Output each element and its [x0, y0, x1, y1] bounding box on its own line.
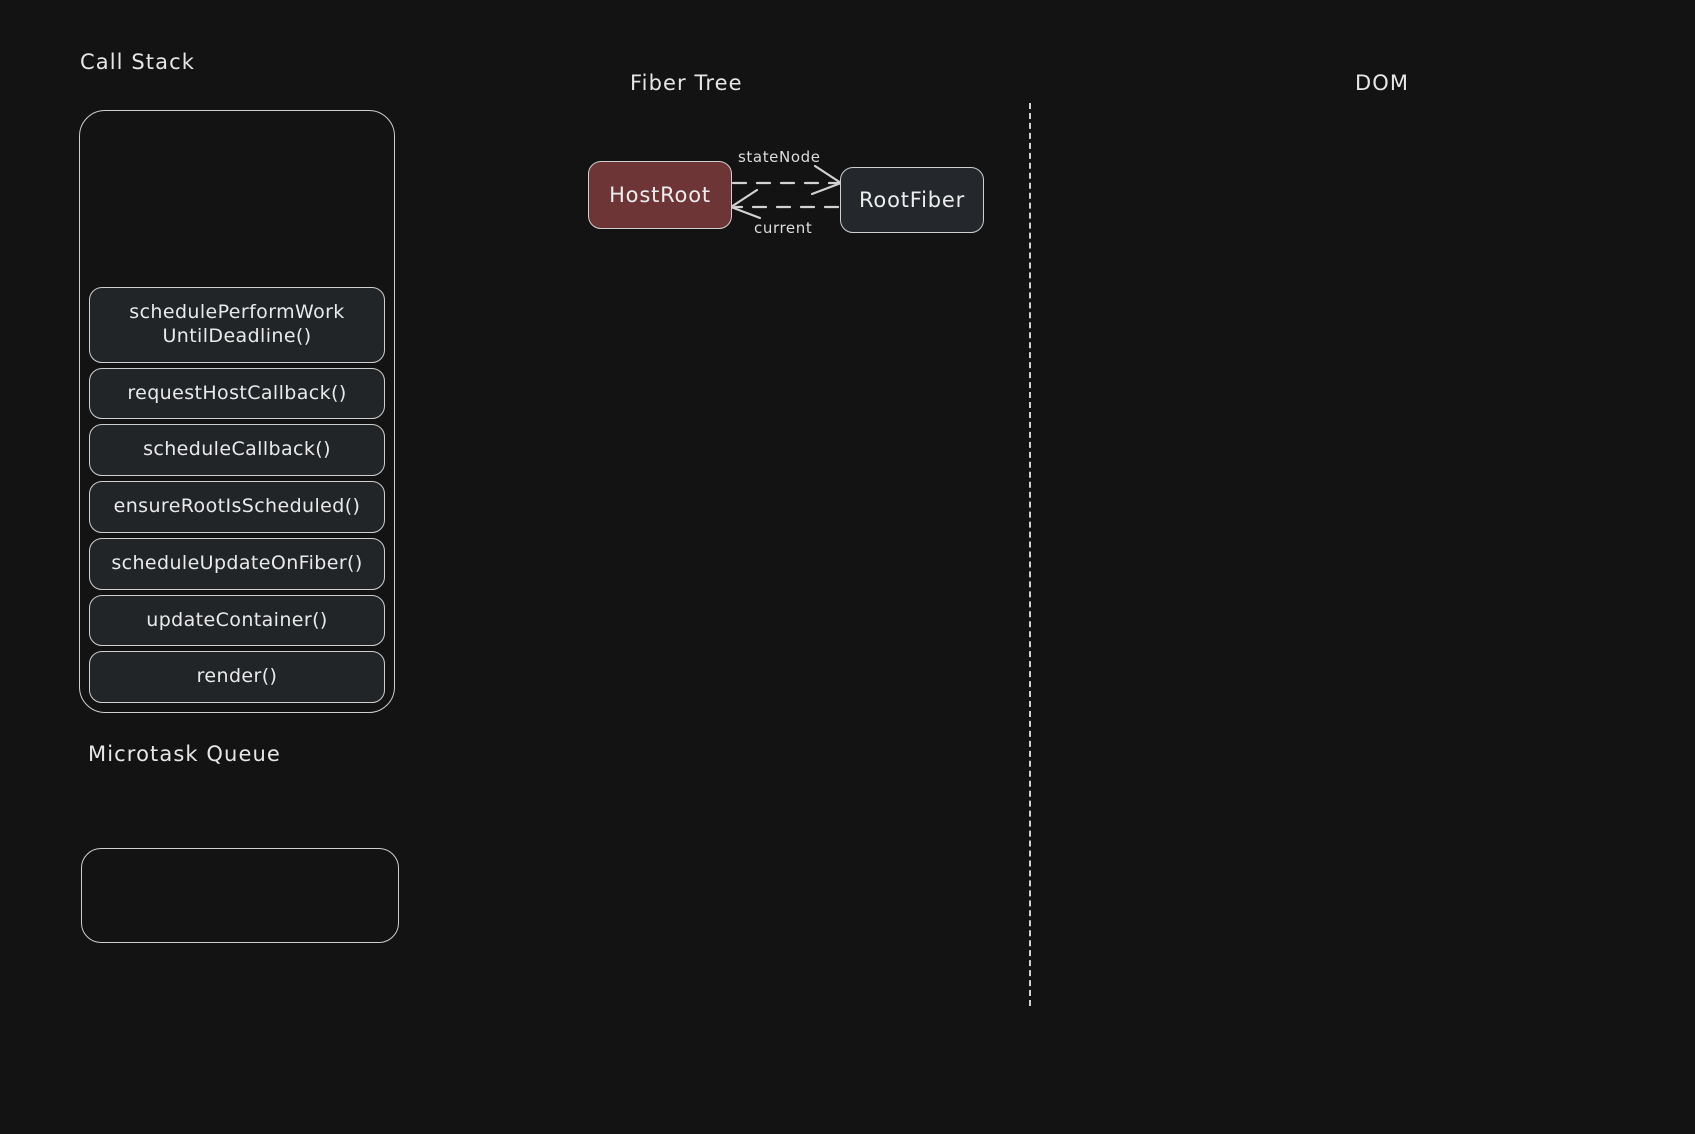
edge-label-statenode: stateNode [738, 148, 821, 166]
fiber-node-hostroot[interactable]: HostRoot [588, 161, 732, 229]
call-stack-frame[interactable]: ensureRootIsScheduled() [89, 481, 385, 533]
call-stack-frame[interactable]: updateContainer() [89, 594, 385, 647]
microtask-queue-label: Microtask Queue [88, 742, 281, 766]
fiber-node-rootfiber[interactable]: RootFiber [840, 167, 984, 233]
microtask-queue-container [81, 848, 399, 943]
dom-label: DOM [1355, 71, 1410, 95]
call-stack-frame[interactable]: render() [89, 651, 385, 703]
call-stack-container: schedulePerformWork UntilDeadline()reque… [79, 110, 395, 713]
edge-label-current: current [754, 219, 813, 237]
call-stack-frame[interactable]: scheduleUpdateOnFiber() [89, 537, 385, 590]
call-stack-label: Call Stack [80, 50, 196, 74]
call-stack-frame[interactable]: schedulePerformWork UntilDeadline() [89, 287, 385, 363]
call-stack-frame[interactable]: requestHostCallback() [89, 367, 385, 420]
call-stack-frame[interactable]: scheduleCallback() [89, 424, 385, 476]
dom-divider [1029, 103, 1031, 1006]
call-stack-frame-list: schedulePerformWork UntilDeadline()reque… [80, 287, 394, 703]
edge-statenode [731, 164, 843, 196]
fiber-tree-label: Fiber Tree [630, 71, 743, 95]
edge-current [729, 188, 840, 220]
